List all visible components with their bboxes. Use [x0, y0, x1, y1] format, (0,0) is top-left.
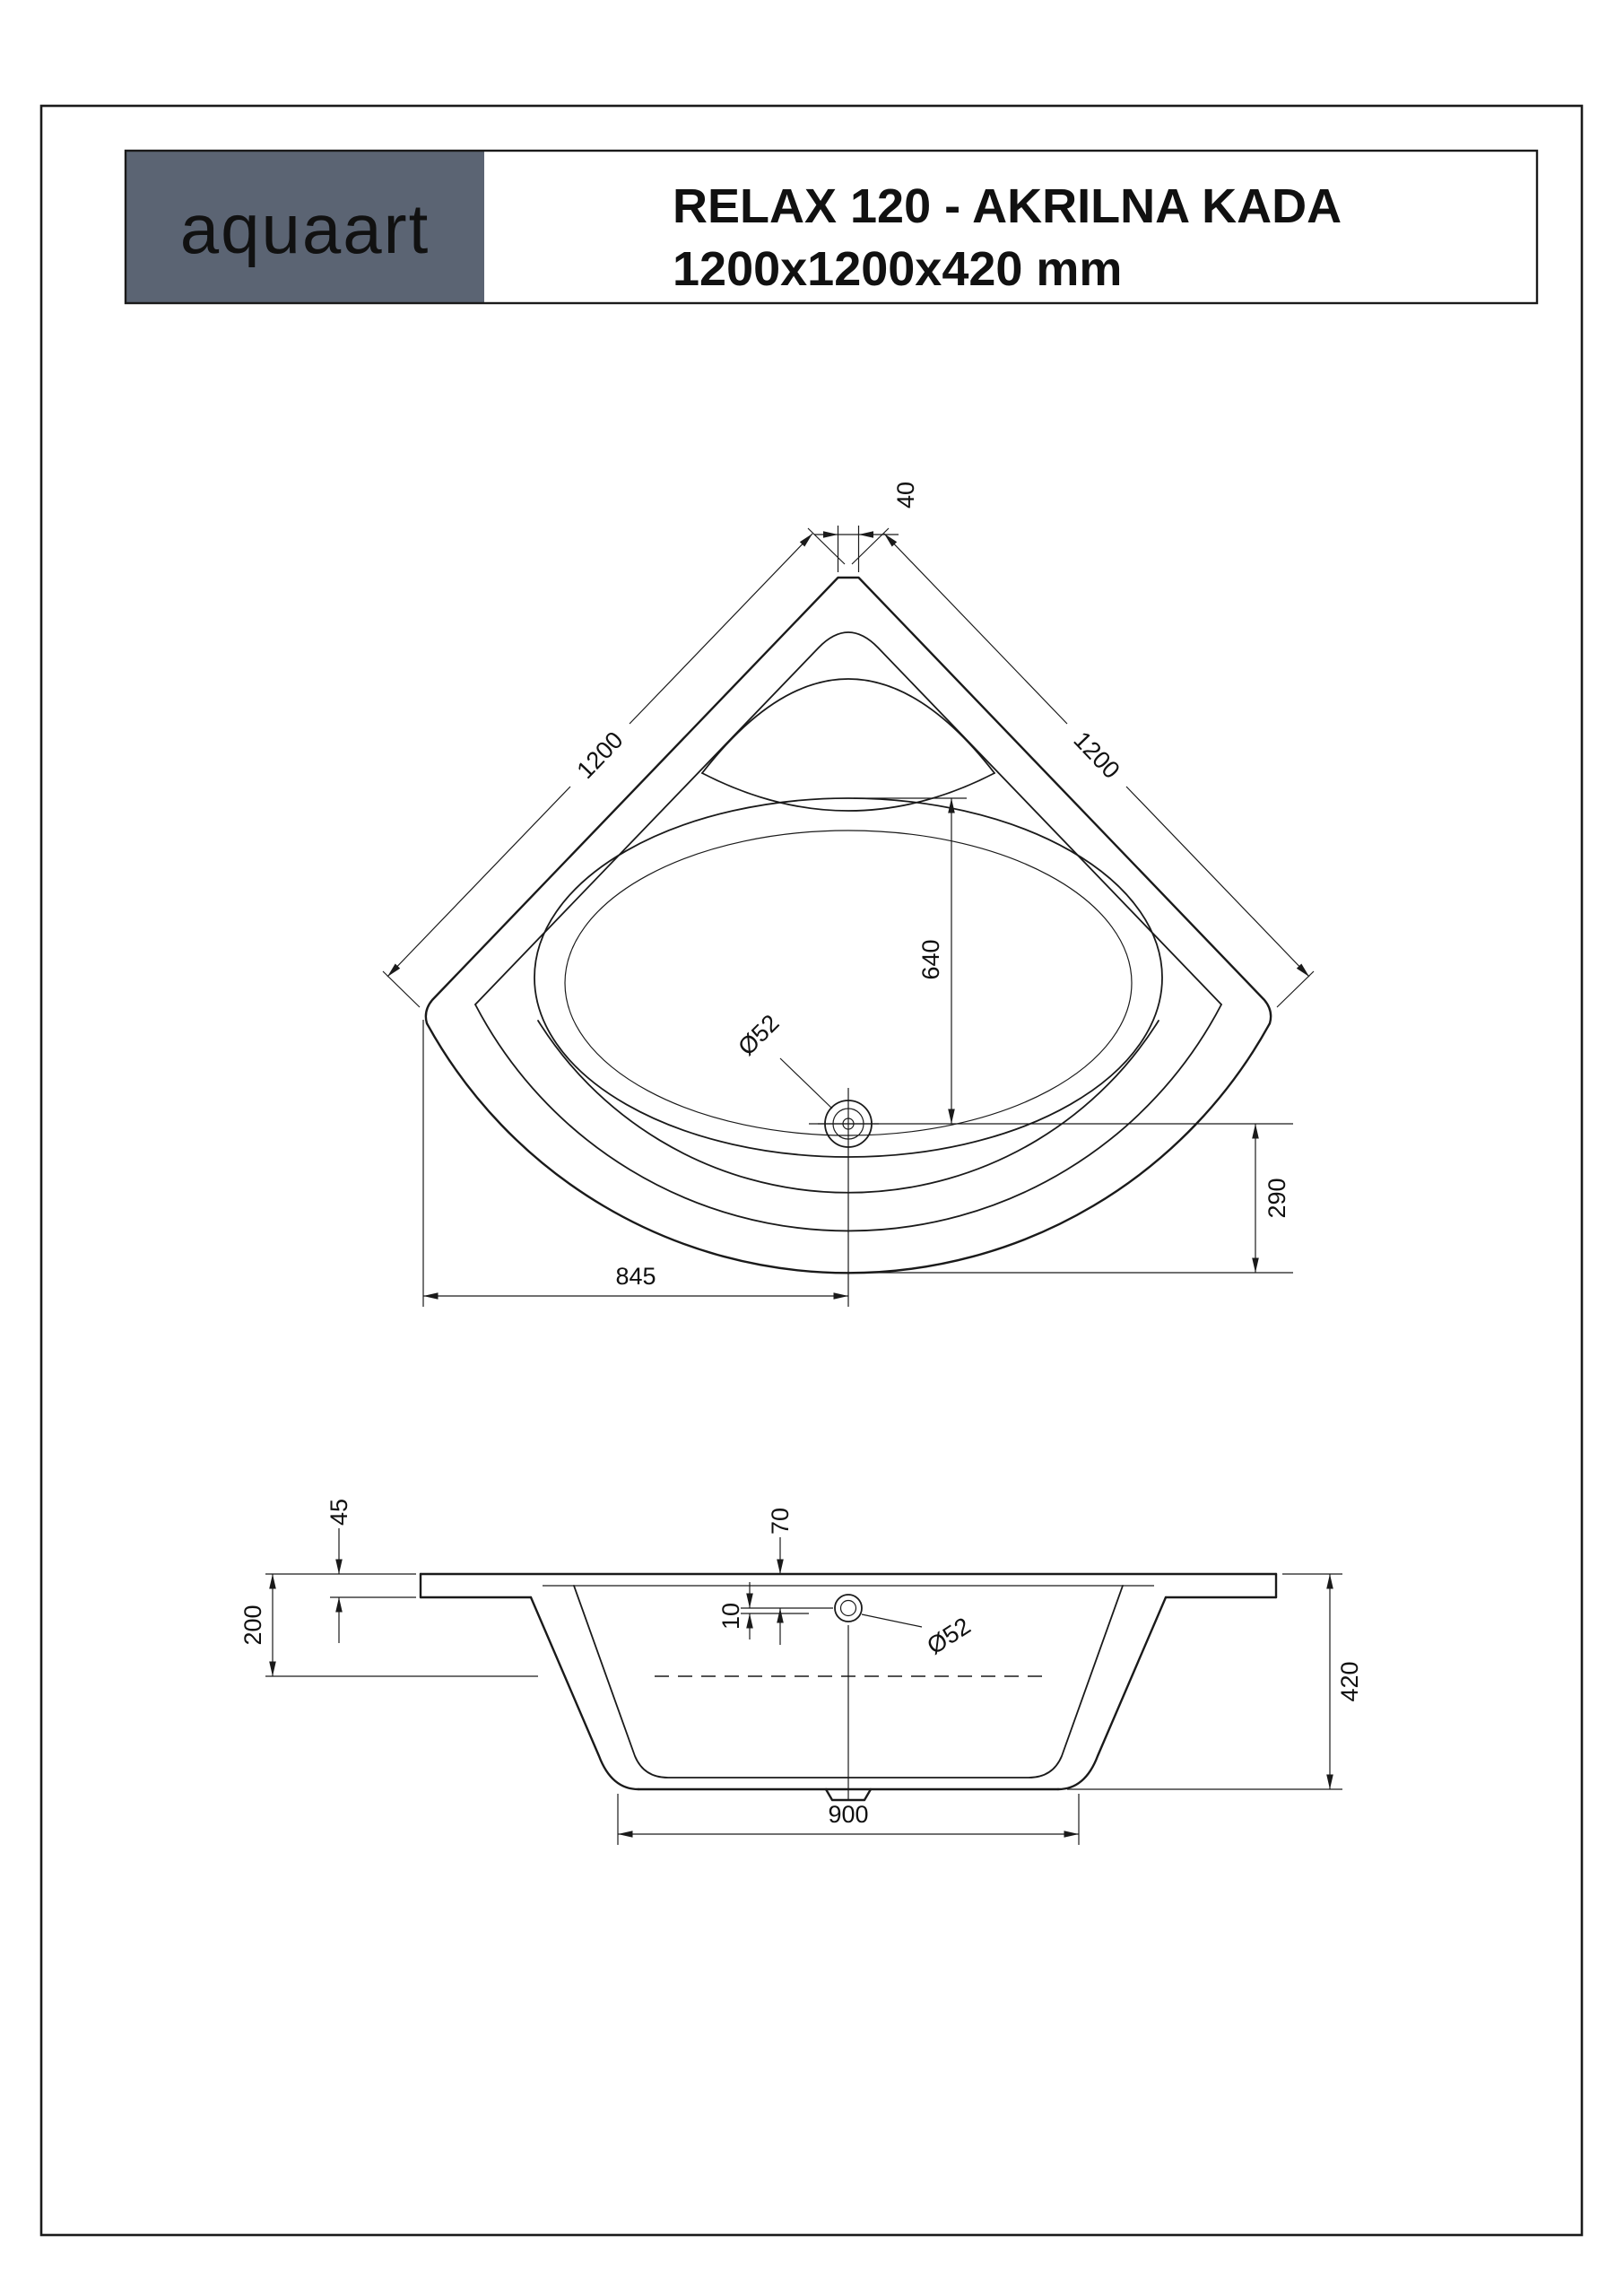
- drain-inner-circle: [839, 1599, 857, 1617]
- dim-label-drain-from-back: 640: [917, 939, 944, 979]
- title-block: aquaart RELAX 120 - AKRILNA KADA 1200x12…: [124, 149, 1539, 305]
- dim-shell-offset: 10: [717, 1582, 753, 1639]
- title-block-border: [124, 149, 1539, 305]
- drain-callout-section: Ø52: [861, 1613, 976, 1660]
- dim-label-drain-below-rim: 70: [767, 1508, 794, 1535]
- dim-label-drain-diameter-plan: Ø52: [733, 1009, 784, 1060]
- dim-drain-from-corner: 845: [422, 1020, 848, 1307]
- dimension-line: [386, 786, 571, 978]
- outer-wall-left: [529, 1596, 640, 1791]
- dim-drain-from-back: 640: [854, 797, 967, 1124]
- outer-wall-right: [1056, 1596, 1168, 1791]
- dimension-line: [883, 533, 1068, 725]
- dim-drain-below-rim: 70: [767, 1508, 794, 1645]
- dim-edge-left: 1200: [382, 527, 846, 1008]
- dim-label-flange-height: 45: [326, 1499, 352, 1526]
- brand-logo: aquaart: [180, 189, 430, 268]
- leader-line: [779, 1057, 833, 1109]
- drawing-title: RELAX 120 - AKRILNA KADA: [673, 179, 1342, 233]
- dim-base-width: 900: [617, 1794, 1080, 1845]
- headrest-bottom-curve: [701, 772, 995, 812]
- logo-background: [126, 151, 484, 303]
- dim-front-overhang: 290: [856, 1124, 1293, 1274]
- section-outer-profile: [419, 1572, 1278, 1802]
- extension-line: [807, 527, 846, 565]
- dim-flange-height: 45: [326, 1499, 352, 1643]
- dim-corner-cut: 40: [814, 482, 919, 572]
- dim-edge-right: 1200: [851, 527, 1315, 1008]
- dim-overall-height: 420: [1067, 1573, 1363, 1790]
- dimension-line: [629, 533, 813, 725]
- dim-label-corner-cut: 40: [892, 482, 919, 509]
- section-view: 45 200 70 10 Ø52 420: [239, 1499, 1363, 1845]
- dim-label-rim-to-waterline: 200: [239, 1605, 266, 1645]
- drain-callout-plan: Ø52: [733, 1009, 833, 1109]
- dim-label-edge-right: 1200: [1068, 726, 1125, 784]
- dim-label-base-width: 900: [828, 1801, 868, 1828]
- dim-rim-to-waterline: 200: [239, 1574, 276, 1676]
- extension-line: [851, 527, 890, 565]
- extension-line: [382, 970, 421, 1008]
- leader-line: [861, 1613, 923, 1628]
- drawing-dimensions-subtitle: 1200x1200x420 mm: [673, 242, 1122, 296]
- dim-label-overall-height: 420: [1336, 1661, 1363, 1701]
- sheet-border: [39, 104, 1584, 2237]
- dim-label-shell-offset: 10: [717, 1603, 744, 1630]
- extension-line: [1276, 970, 1315, 1008]
- dim-label-drain-diameter-section: Ø52: [922, 1613, 975, 1660]
- drain-outer-circle: [834, 1594, 863, 1622]
- drain-fitting-bump: [824, 1787, 873, 1802]
- tub-inner-rim: [474, 631, 1222, 1005]
- dim-label-front-overhang: 290: [1264, 1178, 1290, 1218]
- dim-label-drain-from-corner: 845: [615, 1263, 656, 1290]
- headrest-top-curve: [701, 678, 995, 774]
- dim-label-edge-left: 1200: [571, 726, 628, 784]
- section-inner-profile: [543, 1585, 1154, 1799]
- dimension-line: [1125, 786, 1310, 978]
- drain-section: [834, 1594, 863, 1622]
- plan-view: 1200 1200 40 640 290: [382, 482, 1315, 1307]
